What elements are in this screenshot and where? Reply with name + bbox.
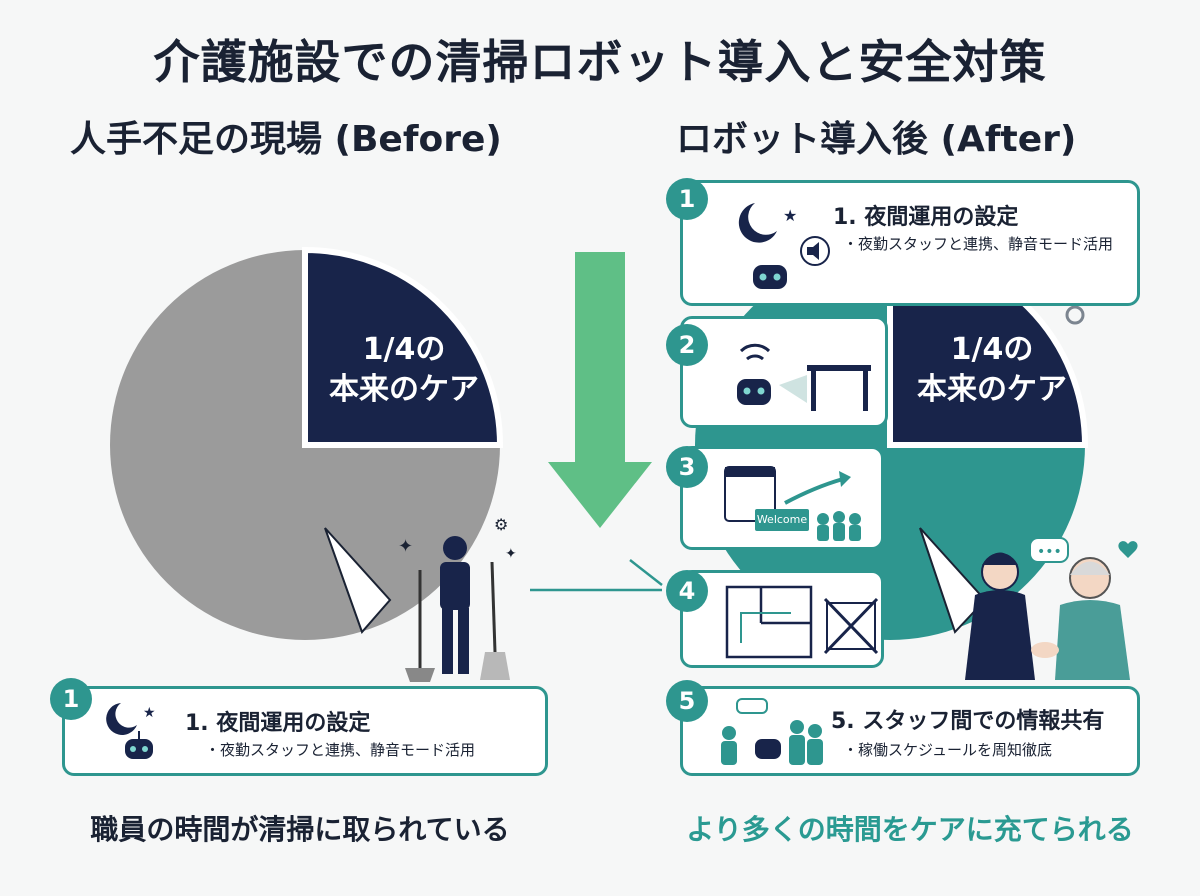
staff-robot-icon: [721, 698, 823, 765]
after-step-3-number: 3: [666, 446, 708, 488]
sparkle-icon: ✦: [398, 536, 413, 557]
star-icon: ★: [783, 206, 797, 225]
after-step-4-number: 4: [666, 570, 708, 612]
before-step-title: 1. 夜間運用の設定: [185, 711, 371, 736]
after-step-2-card: [680, 316, 888, 428]
table-icon: [807, 365, 871, 371]
moon-icon: [106, 703, 137, 735]
after-pie-label: 1/4の 本来のケア: [902, 330, 1082, 410]
page-title: 介護施設での清掃ロボット導入と安全対策: [153, 35, 1047, 89]
gear-icon: [1065, 305, 1085, 325]
night-robot-icon: ★: [738, 203, 830, 289]
heart-icon: [1118, 541, 1138, 558]
after-step-5-card: 5. スタッフ間での情報共有 ・稼働スケジュールを周知徹底: [680, 686, 1140, 776]
robot-icon: [125, 739, 153, 759]
after-pie-label-line1: 1/4の: [950, 332, 1034, 367]
moon-icon: [738, 203, 777, 243]
gear-icon: ⚙: [494, 515, 508, 534]
before-step-number: 1: [50, 678, 92, 720]
heart-icon: [958, 532, 980, 552]
robot-table-icon: [737, 343, 871, 411]
svg-text:•••: •••: [1037, 544, 1062, 560]
wifi-icon: [739, 343, 771, 353]
after-heading: ロボット導入後 (After): [676, 119, 1077, 160]
before-heading: 人手不足の現場 (Before): [70, 119, 502, 160]
before-pie: [110, 246, 504, 640]
before-pointer: [324, 527, 392, 634]
team-icon: [817, 511, 861, 541]
after-step-5-number: 5: [666, 680, 708, 722]
robot-icon: [753, 265, 787, 289]
after-pointer: [919, 527, 987, 634]
robot-icon: [755, 739, 781, 759]
schedule-team-icon: [724, 466, 861, 541]
before-pie-label-line2: 本来のケア: [329, 372, 479, 407]
chat-icon: [1029, 537, 1069, 563]
chat-icon: [736, 698, 768, 714]
before-pie-care-slice: [302, 246, 504, 448]
care-illustration: •••: [958, 532, 1138, 680]
after-step-1-subtitle: ・夜勤スタッフと連携、静音モード活用: [843, 235, 1114, 253]
robot-icon: [737, 379, 771, 405]
after-step-5-subtitle: ・稼働スケジュールを周知徹底: [843, 741, 1052, 759]
after-step-5-title: 5. スタッフ間での情報共有: [831, 709, 1105, 734]
star-icon: ★: [143, 705, 156, 721]
night-robot-icon: ★: [106, 703, 156, 759]
after-caption: より多くの時間をケアに充てられる: [686, 813, 1134, 846]
before-pie-label-line1: 1/4の: [362, 332, 446, 367]
before-pie-label: 1/4の 本来のケア: [314, 330, 494, 410]
sparkle-icon: ✦: [505, 546, 517, 562]
after-step-1-card: ★ 1. 夜間運用の設定 ・夜勤スタッフと連携、静音モード活用: [680, 180, 1140, 306]
before-step-subtitle: ・夜勤スタッフと連携、静音モード活用: [205, 741, 476, 759]
bed-crossed-icon: [826, 602, 876, 650]
after-step-4-card: [680, 570, 884, 668]
before-step-card: ★ 1. 夜間運用の設定 ・夜勤スタッフと連携、静音モード活用: [62, 686, 548, 776]
after-step-2-number: 2: [666, 324, 708, 366]
transition-arrow: [548, 252, 652, 528]
after-step-1-number: 1: [666, 178, 708, 220]
mute-icon: [800, 236, 830, 266]
welcome-sign: Welcome: [755, 509, 809, 531]
before-caption: 職員の時間が清掃に取られている: [90, 813, 510, 846]
connector-line: [530, 559, 663, 592]
floorplan-bed-icon: [725, 585, 879, 659]
after-step-3-card: Welcome: [680, 446, 884, 550]
cleaner-illustration: ✦ ✦ ⚙: [398, 515, 517, 682]
after-step-1-title: 1. 夜間運用の設定: [833, 205, 1019, 230]
after-pie-label-line2: 本来のケア: [917, 372, 1067, 407]
